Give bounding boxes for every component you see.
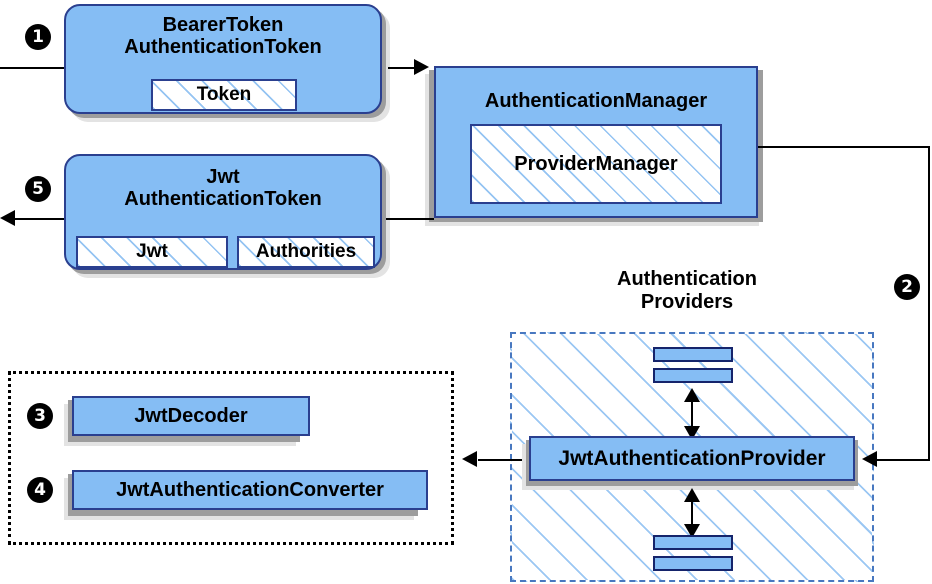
connector-provider-to-support-line [478,459,522,461]
bearer-token-title: BearerToken AuthenticationToken [66,14,380,59]
jwt-authentication-converter-title: JwtAuthenticationConverter [116,478,384,501]
provider-bar-top-2 [653,368,733,383]
connector-step5-arrowhead [0,210,15,226]
step-marker-3: 3 [27,403,53,429]
provider-top-arrow-up [684,388,700,402]
step-marker-2: 2 [894,274,920,300]
provider-bar-bottom-1 [653,535,733,550]
authentication-manager-field-providermanager[interactable]: ProviderManager [470,124,722,204]
connector-provider-to-support-arrowhead [462,451,477,467]
authentication-providers-label: Authentication Providers [570,268,804,314]
providers-label-line2: Providers [640,290,734,313]
connector-step1-line [0,67,66,69]
connector-bearer-to-manager-arrowhead [414,59,429,75]
jwt-authentication-provider-card[interactable]: JwtAuthenticationProvider [529,436,855,481]
jwt-token-title-line2: AuthenticationToken [124,188,322,211]
connector-step5-line [14,218,76,220]
jwt-support-zone [8,371,454,545]
authentication-manager-title: AuthenticationManager [484,90,708,112]
jwt-token-field-jwt-label: Jwt [136,241,168,262]
provider-bar-top-1 [653,347,733,362]
bearer-token-title-line1: BearerToken [162,14,284,36]
jwt-token-field-authorities-label: Authorities [255,241,357,262]
step-marker-5: 5 [25,176,51,202]
bearer-token-field-token[interactable]: Token [151,79,297,111]
providers-label-line1: Authentication [617,268,757,290]
jwt-token-field-jwt[interactable]: Jwt [76,236,228,268]
provider-top-arrow-shaft [691,396,693,432]
step-marker-4: 4 [27,477,53,503]
connector-manager-to-jwt-token-line [386,218,434,220]
bearer-token-field-token-label: Token [196,84,252,105]
step-marker-1: 1 [25,24,51,50]
provider-bottom-arrow-down [684,524,700,538]
connector-step2-vertical-line [928,146,930,460]
jwt-token-field-authorities[interactable]: Authorities [237,236,375,268]
provider-bottom-arrow-shaft [691,496,693,530]
authentication-manager-field-providermanager-label: ProviderManager [514,152,678,175]
connector-step2-bottom-line [876,459,930,461]
bearer-token-title-line2: AuthenticationToken [124,36,322,59]
connector-bearer-to-manager-line [388,67,424,69]
jwt-authentication-converter-card[interactable]: JwtAuthenticationConverter [72,470,428,510]
jwt-decoder-card[interactable]: JwtDecoder [72,396,310,436]
jwt-token-title: Jwt AuthenticationToken [66,166,380,211]
provider-bottom-arrow-up [684,488,700,502]
jwt-decoder-title: JwtDecoder [134,404,248,427]
connector-step2-top-line [758,146,930,148]
connector-step2-arrowhead [862,451,877,467]
jwt-authentication-provider-title: JwtAuthenticationProvider [558,446,826,470]
provider-bar-bottom-2 [653,556,733,571]
jwt-token-title-line1: Jwt [206,166,240,188]
